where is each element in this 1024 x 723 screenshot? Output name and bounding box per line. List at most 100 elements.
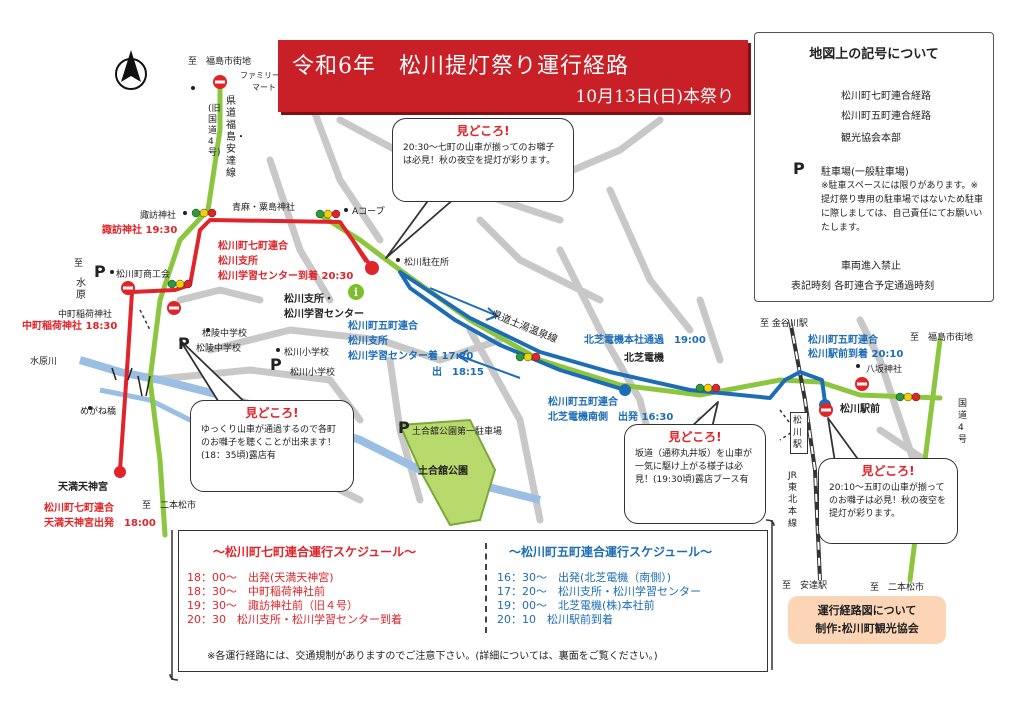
legend-parking-icon: P [793,159,805,178]
route-label-gomachi-4: 出 18:15 [432,367,484,378]
label-chugakko: 松陵中学校 [202,329,248,339]
schedule-desc: 松川支所・松川学習センター到着 [237,613,402,626]
red-start-marker [114,466,126,478]
legend-info: 観光協会本部 [841,133,901,144]
label-gakushu: 松川学習センター [284,309,364,320]
route-label-kitashiba-pass: 北芝電機本社通過 19:00 [584,335,706,346]
label-to-mizuhara: 至 [74,259,84,269]
route-label-shichimachi-2: 松川支所 [218,256,258,267]
title-banner: 令和6年 松川提灯祭り運行経路 10月13日(日)本祭り [278,40,748,112]
label-shogakko: 松川小学校 [284,348,330,358]
credit-box: 運行経路図について 制作:松川町観光協会 [788,596,946,644]
label-p-chugakko: 松陵中学校 [196,344,242,354]
schedule-time: 19：30～ [187,599,237,612]
schedule-divider [485,543,487,633]
label-tenman: 天満天神宮 [58,482,108,493]
route-label-kitashiba-south-2: 北芝電機南側 出発 16:30 [548,412,674,423]
schedule-time: 17：20～ [497,585,547,598]
schedule-left-row: 18：30～ 中町稲荷神社前 [187,583,325,599]
route-label-gomachi-1: 松川町五町連合 [348,321,418,332]
callout-nakamachi: 見どころ! ゆっくり山車が通過するので各町のお囃子を聴くことが出来ます！(18：… [190,400,354,492]
credit-line-2: 制作:松川町観光協会 [815,622,919,635]
label-fukushima-top: 至 福島市街地 [188,57,252,67]
label-nakamachi-inari: 中町稲荷神社 [58,310,113,320]
legend-red-route: 松川町七町連合経路 [841,91,931,102]
schedule-time: 18：30～ [187,585,237,598]
credit-line-1: 運行経路図について [817,604,917,617]
label-shiten: 松川支所・ [284,294,334,305]
schedule-desc: 諏訪神社前（旧４号） [248,599,358,612]
legend-no-entry: 車両進入禁止 [841,261,901,272]
label-suwa: 諏訪神社 [140,211,177,221]
schedule-desc: 松川駅前到着 [547,613,613,626]
label-matsukawa-eki: 松川駅前 [840,404,880,415]
schedule-right-row: 17：20～ 松川支所・松川学習センター [497,583,701,599]
label-kendo-fukushima: 県道福島・安達線 [226,96,246,179]
label-aomaso: 青麻・粟島神社 [232,203,296,213]
route-label-suwa: 諏訪神社 19:30 [102,225,178,236]
route-label-gomachi-2: 松川支所 [348,336,388,347]
schedule-right-row: 16：30～ 出発(北芝電機（南側）) [497,569,671,585]
label-p-shogakko: 松川小学校 [290,368,336,378]
label-fukushima-right: 至 福島市街地 [910,333,974,343]
route-label-kitashiba-south-1: 松川町五町連合 [548,397,618,408]
blue-start-marker [619,384,631,396]
callout-title: 見どころ! [245,406,299,420]
label-familymart: ファミリー [240,71,280,80]
schedule-panel: ～松川町七町連合運行スケジュール～ ～松川町五町連合運行スケジュール～ 18：0… [178,530,768,672]
callout-marui-zaka: 見どころ! 坂道（通称丸井坂）を山車が一気に駆け上がる様子は必見！(19:30頃… [624,424,766,524]
schedule-time: 18：00～ [187,571,237,584]
traffic-lights [167,208,921,402]
schedule-time: 20：30 [187,613,226,626]
schedule-left-row: 19：30～ 諏訪神社前（旧４号） [187,597,358,613]
route-label-gomachi-3: 松川学習センター着 17:20 [348,351,474,362]
callout-body: ゆっくり山車が通過するので各町のお囃子を聴くことが出来ます！(18：35頃)露店… [201,425,337,461]
label-mizuhara: 水原 [76,278,86,301]
legend-box: 地図上の記号について 松川町七町連合経路 松川町五町連合経路 観光協会本部 P … [754,32,994,302]
route-label-shichimachi-1: 松川町七町連合 [218,241,288,252]
callout-title: 見どころ! [456,124,510,138]
label-nihonmatsu-right: 至 二本松市 [870,583,925,593]
label-kitashiba: 北芝電機 [624,353,664,364]
callout-title: 見どころ! [668,430,722,444]
blue-route-line [398,270,827,403]
callout-title: 見どころ! [861,464,915,478]
label-kaneya: 至 金谷川駅 [760,319,808,329]
schedule-time: 16：30～ [497,571,547,584]
label-acoop: Aコープ [352,207,385,217]
schedule-desc: 松川支所・松川学習センター [558,585,701,598]
no-entry-signs [121,75,869,417]
legend-parking: 駐車場(一般駐車場) [821,167,909,178]
label-shokokai: 松川町商工会 [116,270,171,280]
label-adachi: 至 安達駅 [782,581,828,591]
parking-icon: P [178,334,190,353]
schedule-right-row: 20：10 松川駅前到着 [497,611,613,627]
label-kokudo4: 国道4号 [958,399,968,445]
legend-title: 地図上の記号について [809,47,939,62]
route-label-eki-2: 松川駅前到着 20:10 [808,349,904,360]
page-title: 令和6年 松川提灯祭り運行経路 [292,54,629,79]
schedule-desc: 北芝電機(株)本社前 [558,599,655,612]
schedule-time: 20：10 [497,613,536,626]
label-familymart-2: マート [252,83,276,92]
label-mizuharagawa: 水原川 [30,357,58,367]
schedule-left-row: 20：30 松川支所・松川学習センター到着 [187,611,402,627]
label-nihonmatsu-left: 至 二本松市 [142,501,197,511]
red-end-marker [365,261,379,275]
label-jr: JR東北本線 [788,471,798,529]
schedule-right-row: 19：00～ 北芝電機(株)本社前 [497,597,655,613]
schedule-time: 19：00～ [497,599,547,612]
page-subtitle: 10月13日(日)本祭り [575,87,734,107]
parking-icon: P [94,262,106,281]
callout-eki: 見どころ! 20:10～五町の山車が揃ってのお囃子は必見！秋の夜空を提灯が彩りま… [818,458,958,544]
route-label-tenman-1: 松川町七町連合 [44,503,114,514]
svg-text:i: i [354,286,358,299]
label-meganebashi: めがね橋 [80,407,117,417]
jr-line [788,319,822,581]
label-chuzaisho: 松川駐在所 [404,258,450,268]
info-map-marker [348,284,364,300]
schedule-right-title: ～松川町五町連合運行スケジュール～ [509,545,713,559]
label-dogokan-parking: 土合舘公園第一駐車場 [412,427,503,437]
label-station: 松川駅 [790,412,808,454]
legend-time-note: 表記時刻 各町連合予定通過時刻 [791,281,935,292]
